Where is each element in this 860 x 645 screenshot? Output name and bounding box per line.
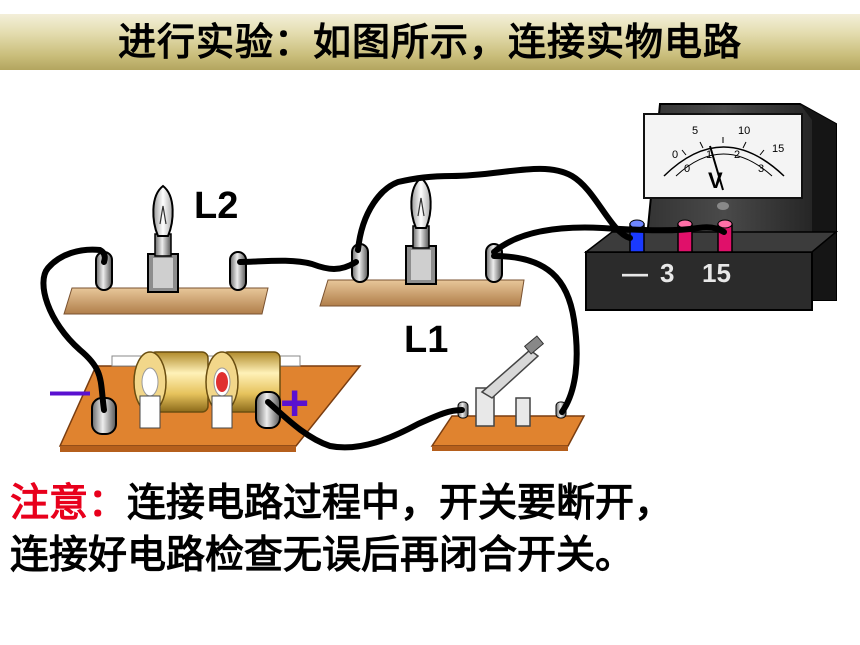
title-bar: 进行实验：如图所示，连接实物电路	[0, 14, 860, 70]
meter-label-15: 15	[702, 258, 731, 288]
lamp-l1-board	[319, 176, 525, 307]
meter-scale-inner-1: 1	[706, 149, 712, 161]
meter-scale-inner-3: 3	[758, 163, 764, 175]
wire-l2-to-l1	[237, 257, 359, 272]
meter-scale-inner-0: 0	[684, 163, 690, 175]
meter-needle	[709, 145, 724, 191]
battery-negative-label: —	[50, 369, 90, 413]
meter-terminal-15v[interactable]	[717, 219, 733, 253]
wire-battery-neg-to-l2	[40, 246, 108, 413]
meter-scale-outer-15: 15	[772, 143, 784, 155]
meter-scale-outer-10: 10	[738, 125, 750, 137]
lamp-l2-board	[63, 184, 269, 315]
wire-battery-pos-to-switch	[265, 399, 465, 451]
note-text-1: 连接电路过程中，开关要断开，	[127, 481, 674, 526]
meter-scale-inner-2: 2	[734, 149, 740, 161]
knife-switch[interactable]	[430, 335, 586, 451]
lamp-l1-label: L1	[404, 319, 448, 361]
wire-l1-to-meter-15	[491, 224, 727, 255]
meter-label-3: 3	[660, 258, 674, 288]
battery-box: — +	[50, 351, 362, 452]
meter-scale-outer-5: 5	[692, 125, 698, 137]
voltmeter: 0 5 10 15 0 1 2 3 V — 3 15	[583, 103, 839, 311]
page-title: 进行实验：如图所示，连接实物电路	[117, 20, 742, 64]
note-block: 注意：连接电路过程中，开关要断开， 连接好电路检查无误后再闭合开关。	[10, 478, 850, 582]
note-prefix: 注意：	[10, 481, 128, 526]
wire-l1-to-meter-neg	[355, 165, 633, 253]
meter-scale-outer-0: 0	[672, 149, 678, 161]
switch-handle[interactable]	[523, 335, 545, 355]
note-line-2: 连接好电路检查无误后再闭合开关。	[10, 533, 635, 578]
meter-symbol: V	[708, 168, 723, 193]
meter-terminal-3v[interactable]	[677, 219, 693, 253]
lamp-l2-bulb	[152, 184, 174, 257]
wire-l1-to-switch	[491, 253, 580, 415]
lamp-l2-label: L2	[194, 185, 238, 227]
circuit-wires	[40, 165, 727, 451]
switch-blade[interactable]	[480, 349, 540, 399]
circuit-diagram: 0 5 10 15 0 1 2 3 V — 3 15	[0, 75, 860, 465]
note-line-1: 注意：连接电路过程中，开关要断开，	[10, 478, 850, 530]
lamp-l1-bulb	[410, 176, 432, 249]
meter-label-negative: —	[622, 258, 648, 288]
